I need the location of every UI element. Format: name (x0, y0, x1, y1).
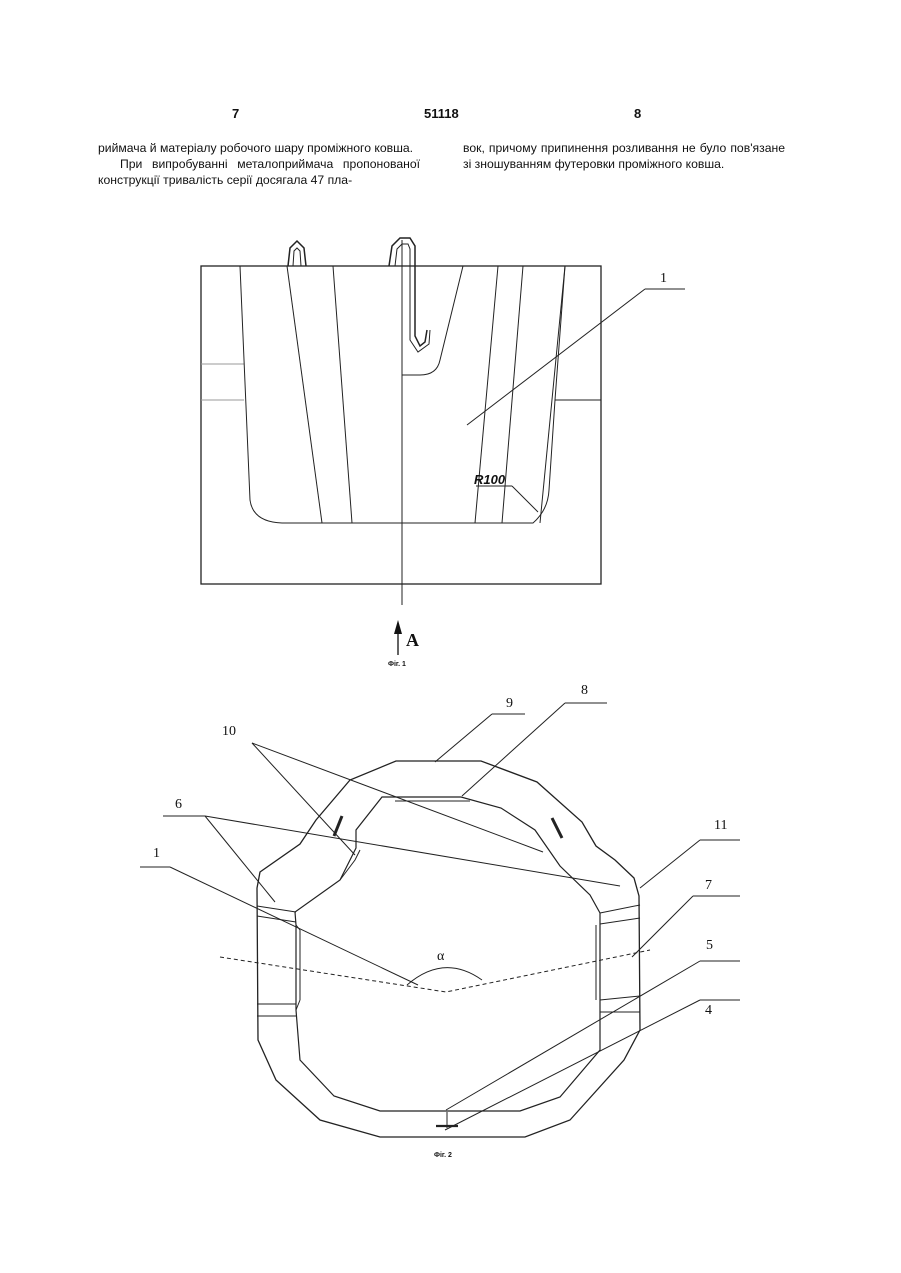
angle-alpha-label: α (437, 949, 445, 964)
fig2-label-4: 4 (705, 1003, 712, 1018)
fig2-caption: Фіг. 2 (434, 1151, 452, 1159)
fig2-label-10: 10 (222, 724, 236, 739)
fig2-label-6: 6 (175, 797, 182, 812)
fig2-label-9: 9 (506, 696, 513, 711)
fig2-label-8: 8 (581, 683, 588, 698)
figure-2-drawing (140, 703, 740, 1137)
fig1-caption: Фіг. 1 (388, 660, 406, 668)
fig2-label-11: 11 (714, 818, 727, 833)
arrow-a-icon (394, 620, 402, 634)
fig1-label-1: 1 (660, 271, 667, 286)
arrow-a-label: A (406, 630, 419, 650)
figure-1-drawing (201, 238, 685, 655)
fig2-label-1: 1 (153, 846, 160, 861)
fig2-label-5: 5 (706, 938, 713, 953)
fig2-label-7: 7 (705, 878, 712, 893)
radius-label: R100 (474, 472, 506, 487)
